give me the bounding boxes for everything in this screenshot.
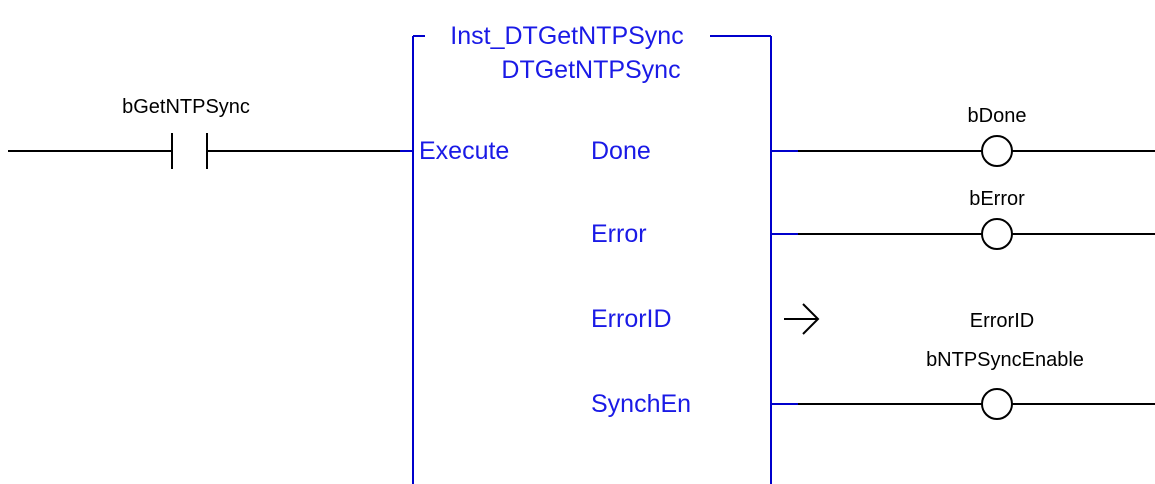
errorid-variable-label: ErrorID bbox=[970, 310, 1034, 332]
done-coil-circle bbox=[981, 135, 1013, 167]
output-pin-done: Done bbox=[591, 137, 651, 165]
input-pin-execute: Execute bbox=[419, 137, 509, 165]
block-type-name: DTGetNTPSync bbox=[501, 56, 680, 84]
contact-variable-label: bGetNTPSync bbox=[122, 96, 250, 118]
coil-synchen: bNTPSyncEnable bbox=[798, 349, 1155, 420]
block-instance-name: Inst_DTGetNTPSync bbox=[450, 22, 683, 50]
synchen-coil-circle bbox=[981, 388, 1013, 420]
output-pin-synchen: SynchEn bbox=[591, 390, 691, 418]
coil-done: bDone bbox=[798, 105, 1155, 167]
output-pin-errorid: ErrorID bbox=[591, 305, 672, 333]
errorid-output: ErrorID bbox=[784, 303, 1034, 335]
error-coil-circle bbox=[981, 218, 1013, 250]
error-coil-label: bError bbox=[969, 188, 1025, 210]
function-block[interactable]: Inst_DTGetNTPSync DTGetNTPSync Execute D… bbox=[412, 22, 798, 484]
done-coil-label: bDone bbox=[968, 105, 1027, 127]
coil-error: bError bbox=[798, 188, 1155, 250]
input-rung: bGetNTPSync bbox=[8, 96, 413, 169]
output-pin-error: Error bbox=[591, 220, 647, 248]
synchen-coil-label: bNTPSyncEnable bbox=[926, 349, 1084, 371]
